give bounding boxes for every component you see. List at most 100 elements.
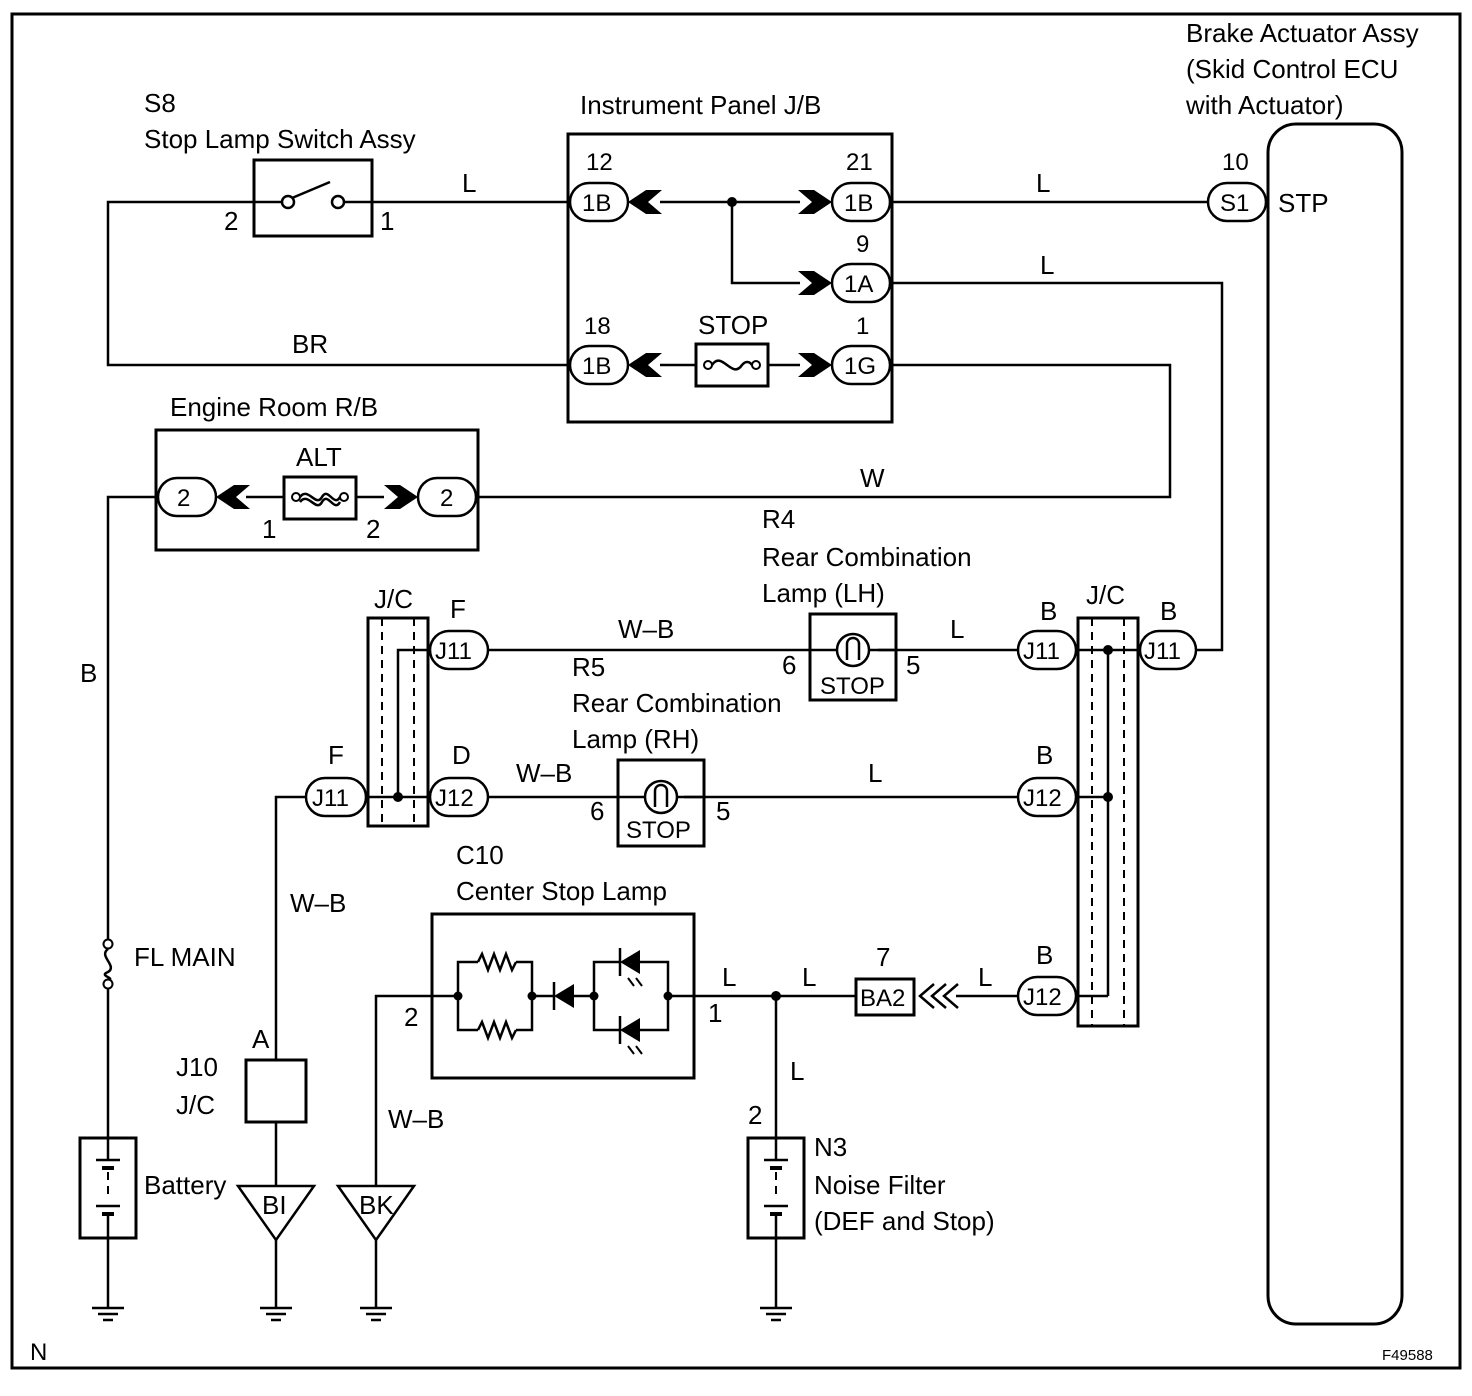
r4-name-2: Lamp (LH)	[762, 578, 885, 608]
switch-box	[252, 158, 374, 238]
wire-label-wb: W–B	[388, 1104, 444, 1134]
nf-pin-2: 2	[748, 1100, 762, 1130]
led-frame	[640, 996, 670, 1032]
fusible-link-element	[298, 492, 342, 502]
connector-jc-left-j11	[304, 776, 368, 818]
ground-icon	[758, 1288, 794, 1322]
led-frame	[640, 960, 670, 996]
csl-resistor-frame	[456, 996, 478, 1032]
ecu-conn-s1: S1	[1220, 190, 1249, 217]
rb-conn-right: 2	[440, 485, 453, 512]
ground-icon	[90, 1288, 126, 1322]
wire-label-wb: W–B	[290, 888, 346, 918]
ground-point-bi	[235, 1184, 317, 1243]
jb-conn-1b-18: 1B	[582, 353, 611, 380]
wire-label-l: L	[462, 168, 476, 198]
lamp-lh-box	[808, 612, 898, 702]
connector-jc-left-j11-top	[428, 629, 490, 671]
wire-label-l: L	[790, 1056, 804, 1086]
jc-left-j11: J11	[312, 785, 349, 812]
jb-pin-12: 12	[586, 149, 613, 176]
outer-frame	[10, 12, 1462, 1370]
fl-main-label: FL MAIN	[134, 942, 236, 972]
junction-dot	[1103, 792, 1113, 802]
resistor-icon	[476, 1018, 518, 1042]
ba2-box	[854, 977, 916, 1017]
bulb-filament	[845, 636, 861, 660]
bulb-filament	[653, 783, 669, 807]
chevron-icon	[384, 485, 418, 509]
ba2-pin-7: 7	[876, 942, 890, 972]
rear-lamp-lh	[808, 612, 898, 702]
wire-label-w: W	[860, 463, 885, 493]
chevron-icon	[798, 190, 832, 214]
chevron-icon	[798, 353, 832, 377]
junction-dot	[453, 991, 463, 1001]
s8-id: S8	[144, 88, 176, 118]
jc-right-letter-b: B	[1036, 940, 1053, 970]
rb-fuse-alt: ALT	[296, 442, 342, 472]
fusible-link-element	[103, 947, 113, 982]
jb-conn-1a-9: 1A	[844, 271, 873, 298]
jc-left-letter-f2: F	[328, 740, 344, 770]
engine-room-rb	[154, 428, 480, 552]
chevron-icon	[628, 353, 662, 377]
led-frame	[592, 996, 620, 1032]
c10-pin-1: 1	[708, 998, 722, 1028]
jc-right-j11-right: J11	[1144, 638, 1181, 665]
lamp-rh-box	[616, 758, 706, 848]
switch-lever	[291, 180, 331, 200]
csl-resistor-frame	[516, 996, 534, 1032]
nf-name-1: Noise Filter	[814, 1170, 946, 1200]
battery-label: Battery	[144, 1170, 226, 1200]
jc-left-j12: J12	[435, 785, 474, 812]
j10-name: J/C	[176, 1090, 215, 1120]
jc-right-j11-left: J11	[1023, 638, 1060, 665]
fuse-icon	[291, 492, 301, 502]
connector-jc-right-j11-right	[1138, 629, 1198, 671]
figure-id: F49588	[1382, 1347, 1433, 1364]
ecu-name-3: with Actuator)	[1185, 90, 1344, 120]
rb-conn-left: 2	[177, 485, 190, 512]
ecu-pin-10: 10	[1222, 149, 1249, 176]
jb-pin-9: 9	[856, 231, 869, 258]
ba2-code: BA2	[860, 985, 905, 1012]
r5-pin-6: 6	[590, 796, 604, 826]
jb-name: Instrument Panel J/B	[580, 90, 821, 120]
switch-contact-left	[280, 194, 296, 210]
jb-fuse-stop: STOP	[698, 310, 768, 340]
chevron-icon	[216, 485, 250, 509]
fl-main-fuse	[102, 938, 114, 990]
led-icon	[620, 950, 640, 974]
jc-left-letter-d: D	[452, 740, 471, 770]
jb-conn-1b-12: 1B	[582, 190, 611, 217]
wire-label-l: L	[1036, 168, 1050, 198]
led-icon	[620, 1018, 640, 1042]
r5-pin-5: 5	[716, 796, 730, 826]
wire-label-l: L	[802, 962, 816, 992]
fuse-icon	[751, 360, 761, 370]
s8-pin-1: 1	[380, 206, 394, 236]
jb-conn-1b-21: 1B	[844, 190, 873, 217]
fuse-element	[710, 359, 754, 371]
stop-fuse-box	[694, 342, 770, 388]
jb-pin-18: 18	[584, 313, 611, 340]
rb-pin-2: 2	[366, 514, 380, 544]
led-ray	[627, 1045, 635, 1055]
ecu-name-2: (Skid Control ECU	[1186, 54, 1398, 84]
ground-label-bk: BK	[359, 1190, 394, 1220]
wire-label-l: L	[1040, 250, 1054, 280]
wire-label-wb: W–B	[618, 614, 674, 644]
led-ray	[635, 977, 643, 987]
ground-icon	[258, 1288, 294, 1322]
connector-jc-right-j11-left	[1016, 629, 1078, 671]
csl-resistor-frame	[456, 960, 478, 996]
jc-right-j12-mid: J12	[1023, 785, 1062, 812]
j10-letter-a: A	[252, 1024, 270, 1054]
connector-s1	[1206, 181, 1268, 223]
fuse-icon	[102, 978, 114, 990]
ground-point-bk	[335, 1184, 417, 1243]
instrument-panel-jb	[566, 132, 894, 424]
connector-jc-right-j12-bot	[1016, 975, 1078, 1017]
s8-name: Stop Lamp Switch Assy	[144, 124, 416, 154]
